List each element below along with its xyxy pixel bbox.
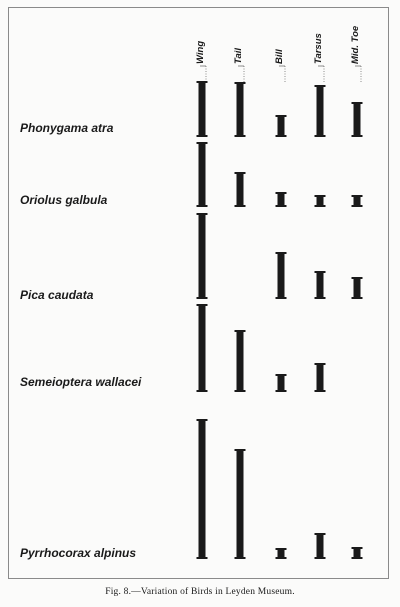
bar-cap-bottom <box>196 390 208 392</box>
bar-cap-top <box>314 533 326 535</box>
bar-bill-5 <box>277 549 285 558</box>
bar-cap-bottom <box>351 135 363 137</box>
bar-cap-bottom <box>351 297 363 299</box>
bird-label-semeioptera-wallacei: Semeioptera wallacei <box>20 375 142 389</box>
bar-cap-bottom <box>234 205 246 207</box>
bar-cap-bottom <box>351 205 363 207</box>
bar-wing-5 <box>198 420 206 558</box>
bar-cap-bottom <box>314 135 326 137</box>
bar-mid-toe-5 <box>353 548 361 558</box>
bar-cap-bottom <box>196 557 208 559</box>
bar-cap-top <box>275 548 287 550</box>
bar-cap-top <box>234 330 246 332</box>
bird-label-oriolus-galbula: Oriolus galbula <box>20 193 108 207</box>
bar-wing-3 <box>198 214 206 298</box>
bar-cap-bottom <box>351 557 363 559</box>
bar-wing-2 <box>198 143 206 206</box>
bird-label-phonygama-atra: Phonygama atra <box>20 121 114 135</box>
bar-mid-toe-3 <box>353 278 361 298</box>
bar-tarsus-1 <box>316 86 324 136</box>
column-label-bill: Bill <box>274 49 285 64</box>
bar-bill-1 <box>277 116 285 136</box>
bar-cap-top <box>196 304 208 306</box>
bar-bill-3 <box>277 253 285 298</box>
bar-cap-top <box>275 252 287 254</box>
bar-cap-bottom <box>275 135 287 137</box>
bar-cap-top <box>351 277 363 279</box>
bar-cap-bottom <box>234 135 246 137</box>
bar-cap-top <box>351 547 363 549</box>
bar-cap-bottom <box>275 297 287 299</box>
bird-label-pica-caudata: Pica caudata <box>20 288 94 302</box>
bar-tail-1 <box>236 83 244 136</box>
bar-tarsus-3 <box>316 272 324 298</box>
bar-cap-bottom <box>234 557 246 559</box>
column-label-tail: Tail <box>233 48 244 64</box>
bar-cap-bottom <box>275 557 287 559</box>
bar-cap-top <box>196 142 208 144</box>
bar-cap-bottom <box>196 205 208 207</box>
column-label-mid-toe: Mid. Toe <box>350 25 361 64</box>
bar-cap-top <box>275 374 287 376</box>
bar-cap-bottom <box>234 390 246 392</box>
bar-tail-5 <box>236 450 244 558</box>
bar-cap-bottom <box>196 297 208 299</box>
bar-bill-4 <box>277 375 285 391</box>
bar-mid-toe-2 <box>353 196 361 206</box>
bar-cap-top <box>275 115 287 117</box>
figure-caption: Fig. 8.—Variation of Birds in Leyden Mus… <box>105 587 295 597</box>
bar-cap-top <box>351 102 363 104</box>
bar-cap-bottom <box>196 135 208 137</box>
bar-cap-top <box>196 213 208 215</box>
bar-cap-top <box>314 195 326 197</box>
bar-cap-bottom <box>314 297 326 299</box>
bar-tarsus-4 <box>316 364 324 391</box>
bar-cap-bottom <box>275 205 287 207</box>
bar-cap-bottom <box>314 557 326 559</box>
bar-cap-top <box>234 449 246 451</box>
bar-tarsus-5 <box>316 534 324 558</box>
bar-cap-top <box>275 192 287 194</box>
chart-frame <box>8 7 389 579</box>
bar-tail-4 <box>236 331 244 391</box>
column-label-wing: Wing <box>195 41 206 64</box>
bar-cap-top <box>234 172 246 174</box>
bar-tarsus-2 <box>316 196 324 206</box>
bar-cap-bottom <box>314 205 326 207</box>
bar-mid-toe-1 <box>353 103 361 136</box>
bar-bill-2 <box>277 193 285 206</box>
bar-cap-bottom <box>314 390 326 392</box>
bar-cap-top <box>314 85 326 87</box>
bar-cap-top <box>351 195 363 197</box>
column-label-tarsus: Tarsus <box>313 33 324 64</box>
bar-cap-bottom <box>275 390 287 392</box>
bar-wing-1 <box>198 82 206 136</box>
bar-tail-2 <box>236 173 244 206</box>
bar-cap-top <box>314 271 326 273</box>
bar-cap-top <box>234 82 246 84</box>
bar-cap-top <box>196 419 208 421</box>
bar-cap-top <box>196 81 208 83</box>
bird-label-pyrrhocorax-alpinus: Pyrrhocorax alpinus <box>20 546 136 560</box>
bar-wing-4 <box>198 305 206 391</box>
bar-cap-top <box>314 363 326 365</box>
